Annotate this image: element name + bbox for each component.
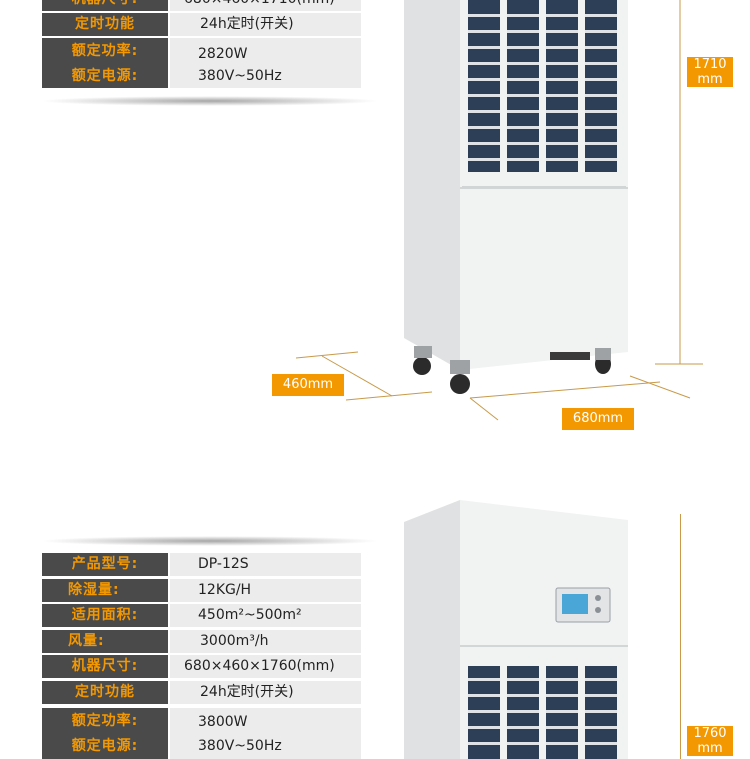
dehumidifier-image-2	[400, 500, 640, 759]
spec-row: 额定电源: 380V~50Hz	[42, 64, 361, 88]
spec-value: 380V~50Hz	[170, 64, 361, 88]
air-grille	[507, 0, 539, 172]
spec-value: 24h定时(开关)	[170, 681, 361, 704]
air-grille	[585, 0, 617, 172]
spec-label: 适用面积:	[42, 604, 168, 627]
spec-label: 风量:	[42, 630, 168, 653]
spec-table-1: 机器尺寸: 680×460×1710(mm) 定时功能 24h定时(开关) 额定…	[42, 0, 361, 88]
spec-value: 380V~50Hz	[170, 734, 361, 759]
height-badge-1: 1710 mm	[687, 57, 733, 87]
spec-row: 额定功率: 3800W	[42, 708, 361, 734]
spec-label: 额定电源:	[42, 734, 168, 759]
spec-table-2: 产品型号: DP-12S 除湿量: 12KG/H 适用面积: 450m²~500…	[42, 553, 361, 759]
spec-row: 定时功能 24h定时(开关)	[42, 681, 361, 704]
spec-row: 适用面积: 450m²~500m²	[42, 604, 361, 627]
spec-value: 3000m³/h	[170, 630, 361, 653]
air-grille	[546, 0, 578, 172]
spec-value: 450m²~500m²	[170, 604, 361, 627]
air-grille	[546, 666, 578, 759]
spec-row: 额定电源: 380V~50Hz	[42, 734, 361, 759]
air-grille	[468, 0, 500, 172]
spec-row: 额定功率: 2820W	[42, 38, 361, 64]
spec-row: 机器尺寸: 680×460×1760(mm)	[42, 655, 361, 678]
dimension-lines-1	[295, 0, 703, 421]
spec-label: 额定功率:	[42, 38, 168, 64]
table-shadow	[40, 96, 380, 106]
spec-label: 除湿量:	[42, 579, 168, 602]
spec-row: 机器尺寸: 680×460×1710(mm)	[42, 0, 361, 11]
spec-row: 除湿量: 12KG/H	[42, 579, 361, 602]
depth-badge-1: 460mm	[272, 374, 344, 396]
spec-label: 产品型号:	[42, 553, 168, 576]
height-value: 1760	[693, 726, 727, 741]
air-grille	[507, 666, 539, 759]
height-badge-2: 1760 mm	[687, 726, 733, 756]
height-value: 1710	[693, 57, 727, 72]
spec-value: 2820W	[170, 38, 361, 64]
height-unit: mm	[697, 741, 723, 756]
air-grille	[585, 666, 617, 759]
spec-label: 机器尺寸:	[42, 0, 168, 11]
dehumidifier-image-1	[400, 0, 640, 400]
spec-label: 额定功率:	[42, 708, 168, 734]
spec-row: 定时功能 24h定时(开关)	[42, 13, 361, 36]
spec-row: 风量: 3000m³/h	[42, 630, 361, 653]
spec-row: 产品型号: DP-12S	[42, 553, 361, 576]
height-unit: mm	[697, 72, 723, 87]
spec-label: 机器尺寸:	[42, 655, 168, 678]
spec-value: 3800W	[170, 708, 361, 734]
spec-value: 680×460×1760(mm)	[170, 655, 361, 678]
air-grille	[468, 666, 500, 759]
spec-value: 12KG/H	[170, 579, 361, 602]
table-shadow	[40, 536, 380, 546]
width-badge-1: 680mm	[562, 408, 634, 430]
spec-value: DP-12S	[170, 553, 361, 576]
spec-value: 24h定时(开关)	[170, 13, 361, 36]
spec-value: 680×460×1710(mm)	[170, 0, 361, 11]
spec-label: 额定电源:	[42, 64, 168, 88]
height-line-2	[680, 514, 681, 759]
spec-label: 定时功能	[42, 681, 168, 704]
spec-label: 定时功能	[42, 13, 168, 36]
